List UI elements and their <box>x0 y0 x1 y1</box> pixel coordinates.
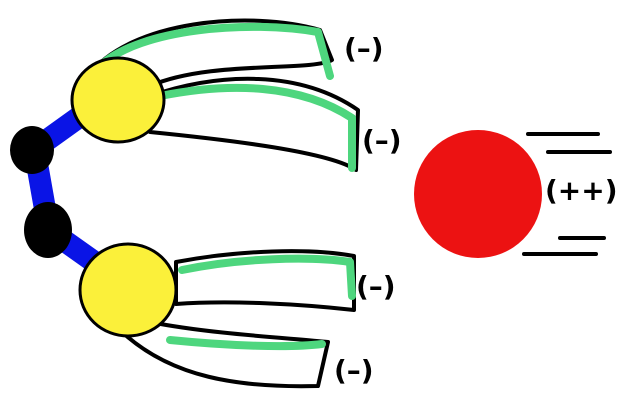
ion-sphere <box>414 130 542 258</box>
arm-2-stripe <box>156 83 356 172</box>
lower-arm-group <box>118 249 356 389</box>
arm-4-stripe <box>166 336 326 351</box>
linker-bead-1 <box>10 126 54 174</box>
charge-label-arm-2: (–) <box>362 124 402 157</box>
charge-label-arm-3: (–) <box>356 270 396 303</box>
charge-label-arm-4: (–) <box>334 354 374 387</box>
charge-label-arm-1: (–) <box>344 32 384 65</box>
linker-bead-2 <box>24 202 72 258</box>
arm-3-stripe <box>178 254 356 300</box>
motion-lines <box>522 132 612 256</box>
arm-1-stripe <box>96 22 334 80</box>
arm-2 <box>148 76 360 172</box>
head-group-lower <box>78 242 178 338</box>
head-group-upper <box>70 56 166 144</box>
charge-label-ion: (++) <box>545 174 618 207</box>
